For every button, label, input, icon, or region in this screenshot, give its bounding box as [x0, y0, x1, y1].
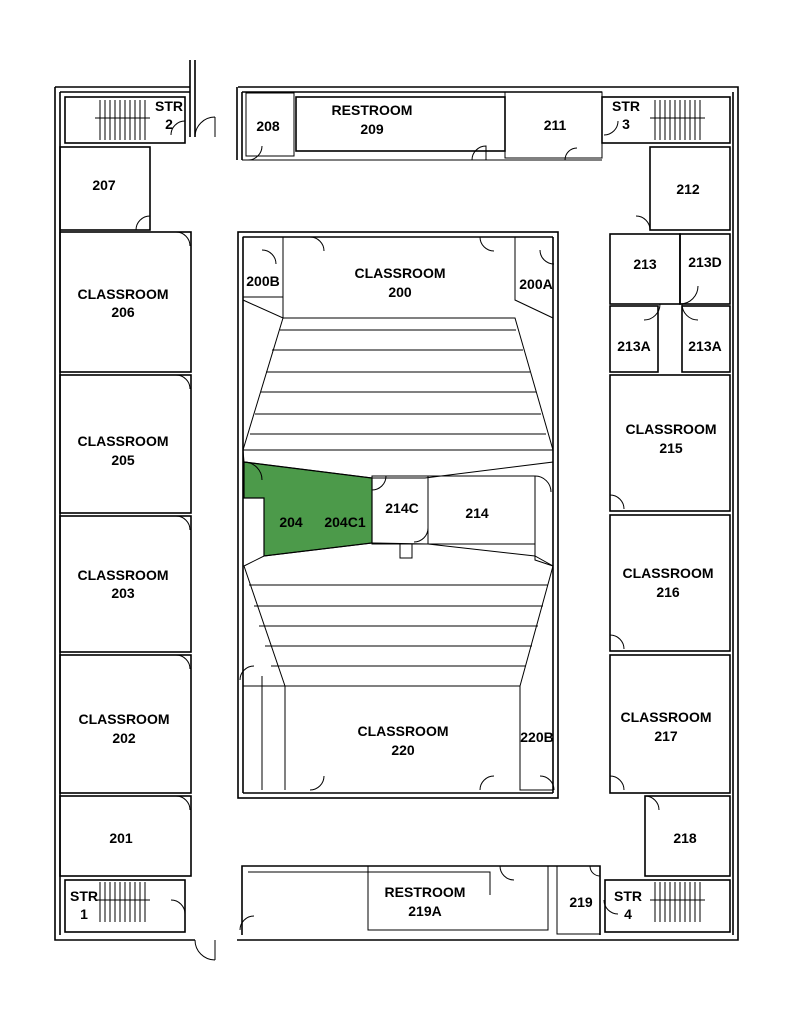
- door-swings: [135, 116, 699, 961]
- label-211: 211: [544, 117, 567, 133]
- label-213d: 213D: [688, 254, 721, 270]
- label-c220-a: CLASSROOM: [358, 723, 449, 739]
- label-c217-b: 217: [654, 728, 678, 744]
- label-219: 219: [569, 894, 593, 910]
- label-str4-b: 4: [624, 906, 632, 922]
- central-block: [237, 231, 559, 799]
- label-restroom209-b: 209: [360, 121, 384, 137]
- label-c220-b: 220: [391, 742, 415, 758]
- label-c205-a: CLASSROOM: [78, 433, 169, 449]
- label-213a-right: 213A: [688, 338, 721, 354]
- label-c202-a: CLASSROOM: [79, 711, 170, 727]
- label-c203-a: CLASSROOM: [78, 567, 169, 583]
- stair-treads-2: [95, 100, 150, 140]
- label-c215-a: CLASSROOM: [626, 421, 717, 437]
- label-214c: 214C: [385, 500, 418, 516]
- label-214: 214: [465, 505, 489, 521]
- label-restroom219a-a: RESTROOM: [385, 884, 466, 900]
- label-str1-a: STR: [70, 888, 98, 904]
- label-213: 213: [633, 256, 657, 272]
- label-str3-b: 3: [622, 116, 630, 132]
- room-labels: STR 2 208 RESTROOM 209 211 STR 3 207 212…: [70, 98, 722, 922]
- label-220b: 220B: [520, 729, 553, 745]
- label-201: 201: [109, 830, 133, 846]
- label-213a-left: 213A: [617, 338, 650, 354]
- label-218: 218: [673, 830, 697, 846]
- south-wing: [241, 865, 601, 935]
- stair-treads-3: [650, 100, 705, 140]
- label-c215-b: 215: [659, 440, 683, 456]
- label-c200-b: 200: [388, 284, 412, 300]
- label-204: 204: [279, 514, 303, 530]
- label-restroom209-a: RESTROOM: [332, 102, 413, 118]
- label-c203-b: 203: [111, 585, 135, 601]
- label-str2-a: STR: [155, 98, 183, 114]
- label-c216-a: CLASSROOM: [623, 565, 714, 581]
- label-c216-b: 216: [656, 584, 680, 600]
- label-200b: 200B: [246, 273, 279, 289]
- label-207: 207: [92, 177, 116, 193]
- label-212: 212: [676, 181, 700, 197]
- label-c200-a: CLASSROOM: [355, 265, 446, 281]
- north-wing: [64, 91, 731, 161]
- label-c205-b: 205: [111, 452, 135, 468]
- west-wing: [59, 146, 192, 933]
- label-str4-a: STR: [614, 888, 642, 904]
- label-str1-b: 1: [80, 906, 88, 922]
- label-str3-a: STR: [612, 98, 640, 114]
- label-208: 208: [256, 118, 280, 134]
- label-200a: 200A: [519, 276, 552, 292]
- east-wing: [604, 146, 731, 933]
- label-c202-b: 202: [112, 730, 136, 746]
- label-restroom219a-b: 219A: [408, 903, 441, 919]
- label-c217-a: CLASSROOM: [621, 709, 712, 725]
- label-c206-b: 206: [111, 304, 135, 320]
- label-c206-a: CLASSROOM: [78, 286, 169, 302]
- label-str2-b: 2: [165, 116, 173, 132]
- label-204c1: 204C1: [324, 514, 365, 530]
